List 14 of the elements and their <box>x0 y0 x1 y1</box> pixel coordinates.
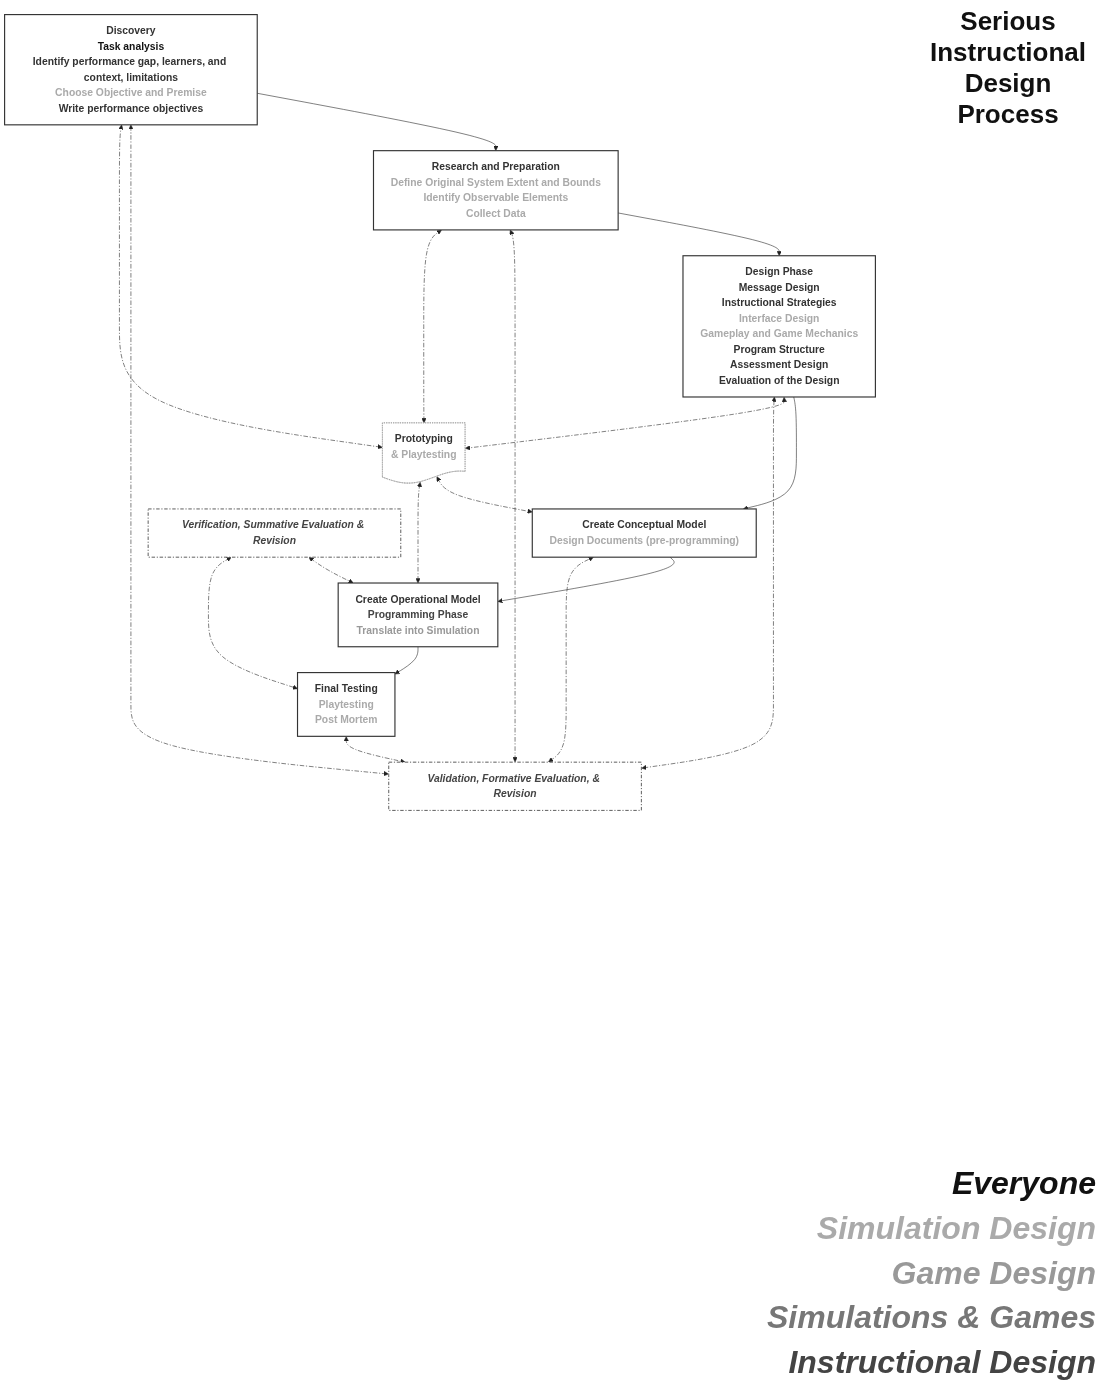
legend-item: Everyone <box>950 1164 1096 1203</box>
node-box: Design Phase Message Design Instructional Strategies Interface Design Gameplay and Game Mechanics Program Structure Assessment Design Evaluation of the Design <box>682 255 876 398</box>
node-box: Research and Preparation Define Original System Extent and Bounds Identify Observable Elements Collect Data <box>372 150 619 231</box>
node-box: Validation, Formative Evaluation, & Revision <box>388 761 642 811</box>
legend-item: Simulation Design <box>815 1208 1096 1248</box>
diagram-title: Serious Instructional Design Process <box>929 6 1087 130</box>
node-box: Discovery Task analysis Identify performance gap, learners, and context, limitations Choose Objective and Premise Write performance objectives <box>4 14 258 126</box>
legend-item: Simulations & Games <box>767 1298 1096 1338</box>
legend-item: Instructional Design <box>787 1343 1096 1383</box>
legend-item: Game Design <box>890 1253 1096 1293</box>
node-box: Verification, Summative Evaluation & Revision <box>147 508 402 558</box>
node-box: Final Testing Playtesting Post Mortem <box>296 672 396 737</box>
node-box: Create Conceptual Model Design Documents (pre-programming) <box>531 508 757 558</box>
node-box: Create Operational Model Programming Phase Translate into Simulation <box>337 582 499 648</box>
